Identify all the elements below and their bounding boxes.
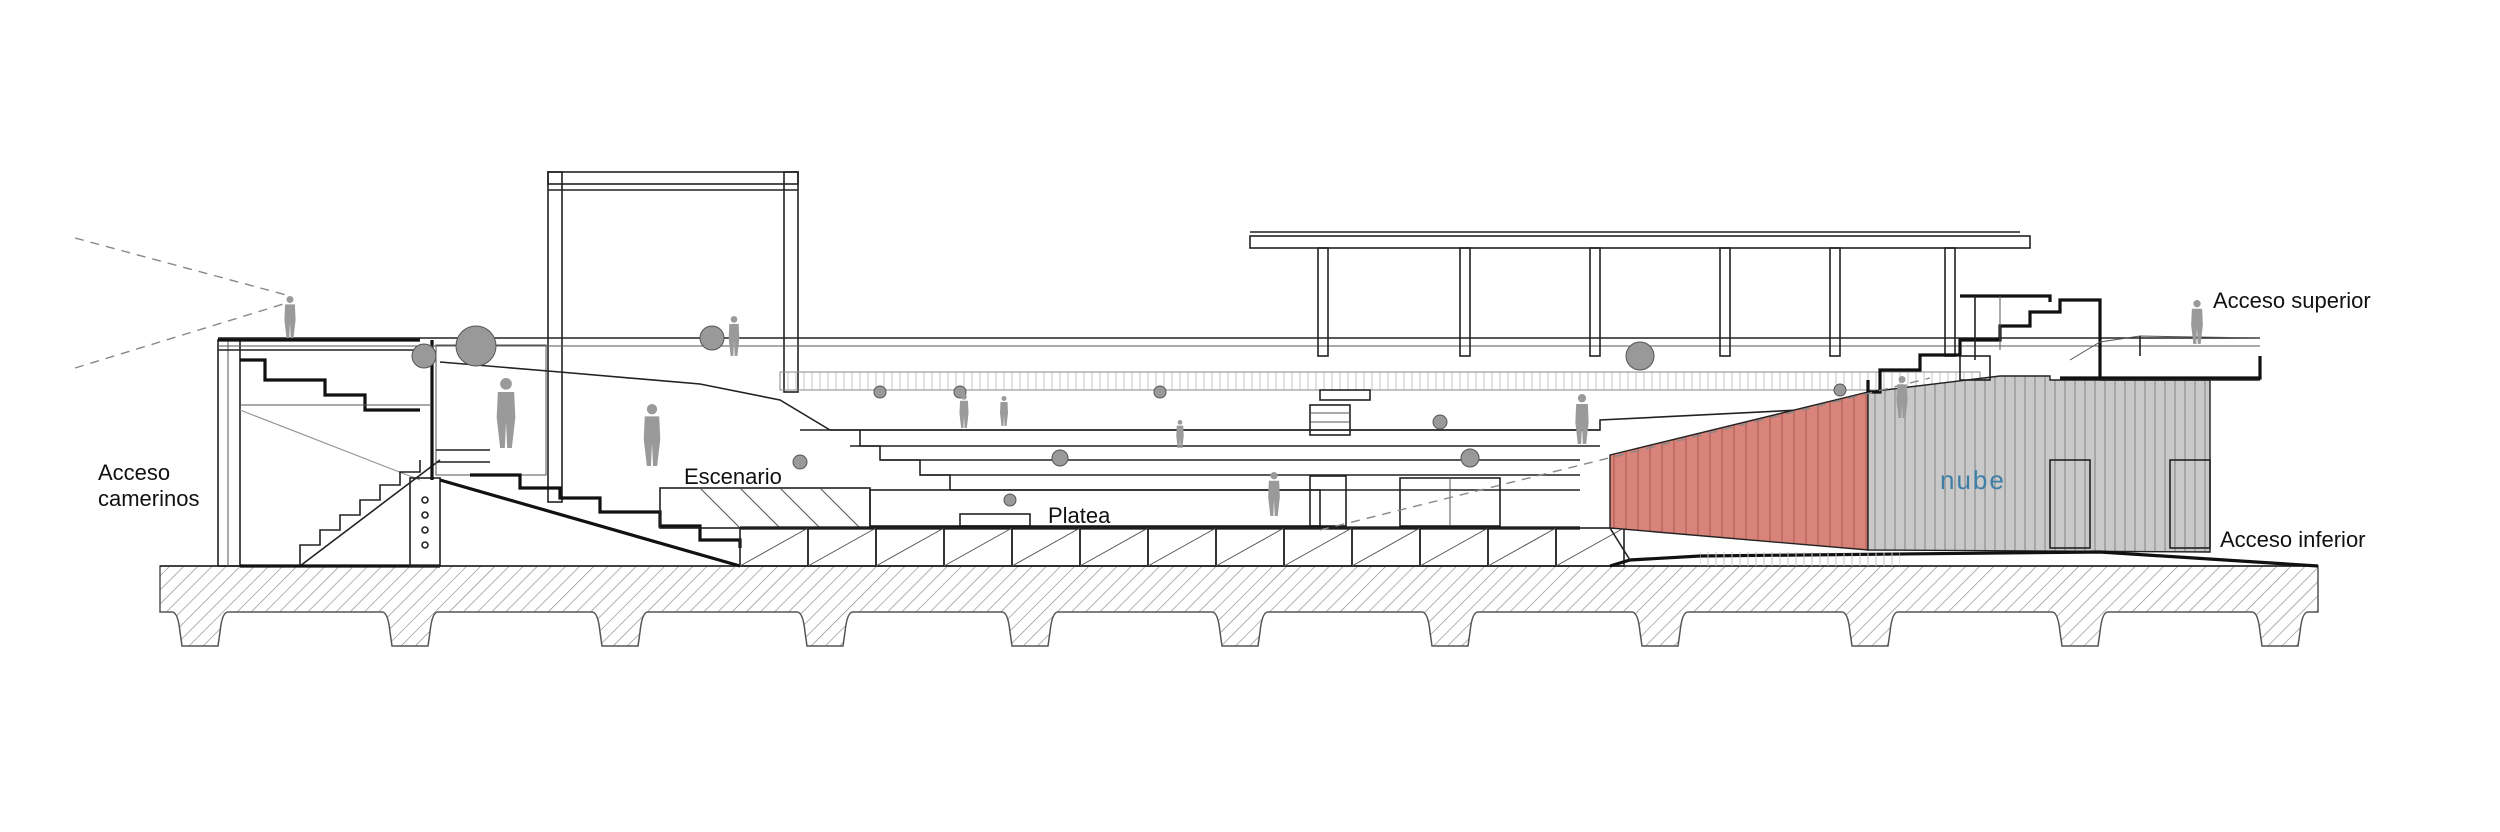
under-seat-diagonal	[1487, 527, 1557, 567]
dressing-room-block	[217, 338, 547, 568]
decor-circle	[1003, 493, 1017, 507]
figure-lying	[1176, 420, 1184, 448]
figure-stairs-right	[1896, 376, 1908, 418]
label-acceso-superior: Acceso superior	[2213, 288, 2371, 313]
label-acceso-camerinos: Acceso camerinos	[98, 460, 200, 511]
ground-slab	[159, 565, 2319, 647]
roof-column	[1829, 247, 1841, 357]
under-seat-diagonal	[739, 527, 809, 567]
decor-circle	[1460, 448, 1480, 468]
roof-column	[1317, 247, 1329, 357]
under-seat-diagonal	[1147, 527, 1217, 567]
roof-column	[1459, 247, 1471, 357]
under-seat-diagonal	[1419, 527, 1489, 567]
figure-rooftop-left	[284, 296, 296, 338]
decor-circle	[411, 343, 437, 369]
under-seat-diagonal	[1351, 527, 1421, 567]
label-nube: nube	[1940, 465, 2006, 495]
decor-circle	[792, 454, 808, 470]
figure-stage-top	[728, 316, 740, 356]
label-platea: Platea	[1048, 503, 1111, 528]
roof-column	[1944, 247, 1956, 357]
roof-column	[1719, 247, 1731, 357]
label-escenario: Escenario	[684, 464, 782, 489]
lower-access-ramp	[1609, 527, 2319, 568]
under-seat-diagonal	[1555, 527, 1625, 567]
figure-seated-upper	[959, 394, 969, 428]
under-seat-diagonal	[1011, 527, 1081, 567]
figure-dancer-left	[496, 378, 516, 448]
figure-ballerina	[643, 404, 661, 466]
label-acceso-inferior: Acceso inferior	[2220, 527, 2366, 552]
under-seat-box	[1555, 527, 1625, 567]
seating-tiers	[439, 361, 2001, 568]
decor-circle	[1625, 341, 1655, 371]
decor-circle	[1153, 385, 1167, 399]
decor-circle	[1833, 383, 1847, 397]
nube-cladding	[1609, 298, 2262, 553]
decor-circles	[411, 325, 1847, 507]
figure-acceso-superior	[2191, 300, 2203, 344]
figure-standing-right	[1575, 394, 1589, 444]
decor-circle	[1432, 414, 1448, 430]
under-seat-diagonal	[875, 527, 945, 567]
decor-circle	[699, 325, 725, 351]
figure-child	[1000, 396, 1008, 426]
decor-circle	[1051, 449, 1069, 467]
sight-lines	[74, 237, 1931, 531]
under-seat-diagonal	[1283, 527, 1353, 567]
fly-tower-frame	[547, 171, 799, 503]
figure-seated-platea	[1268, 472, 1280, 516]
under-seat-diagonal	[1215, 527, 1285, 567]
decor-circle	[455, 325, 497, 367]
roof-column	[1589, 247, 1601, 357]
roof-plane	[218, 231, 2260, 357]
human-figures	[284, 296, 2203, 516]
under-seat-diagonal	[807, 527, 877, 567]
under-seat-diagonal	[943, 527, 1013, 567]
under-seat-diagonal	[1079, 527, 1149, 567]
decor-circle	[873, 385, 887, 399]
